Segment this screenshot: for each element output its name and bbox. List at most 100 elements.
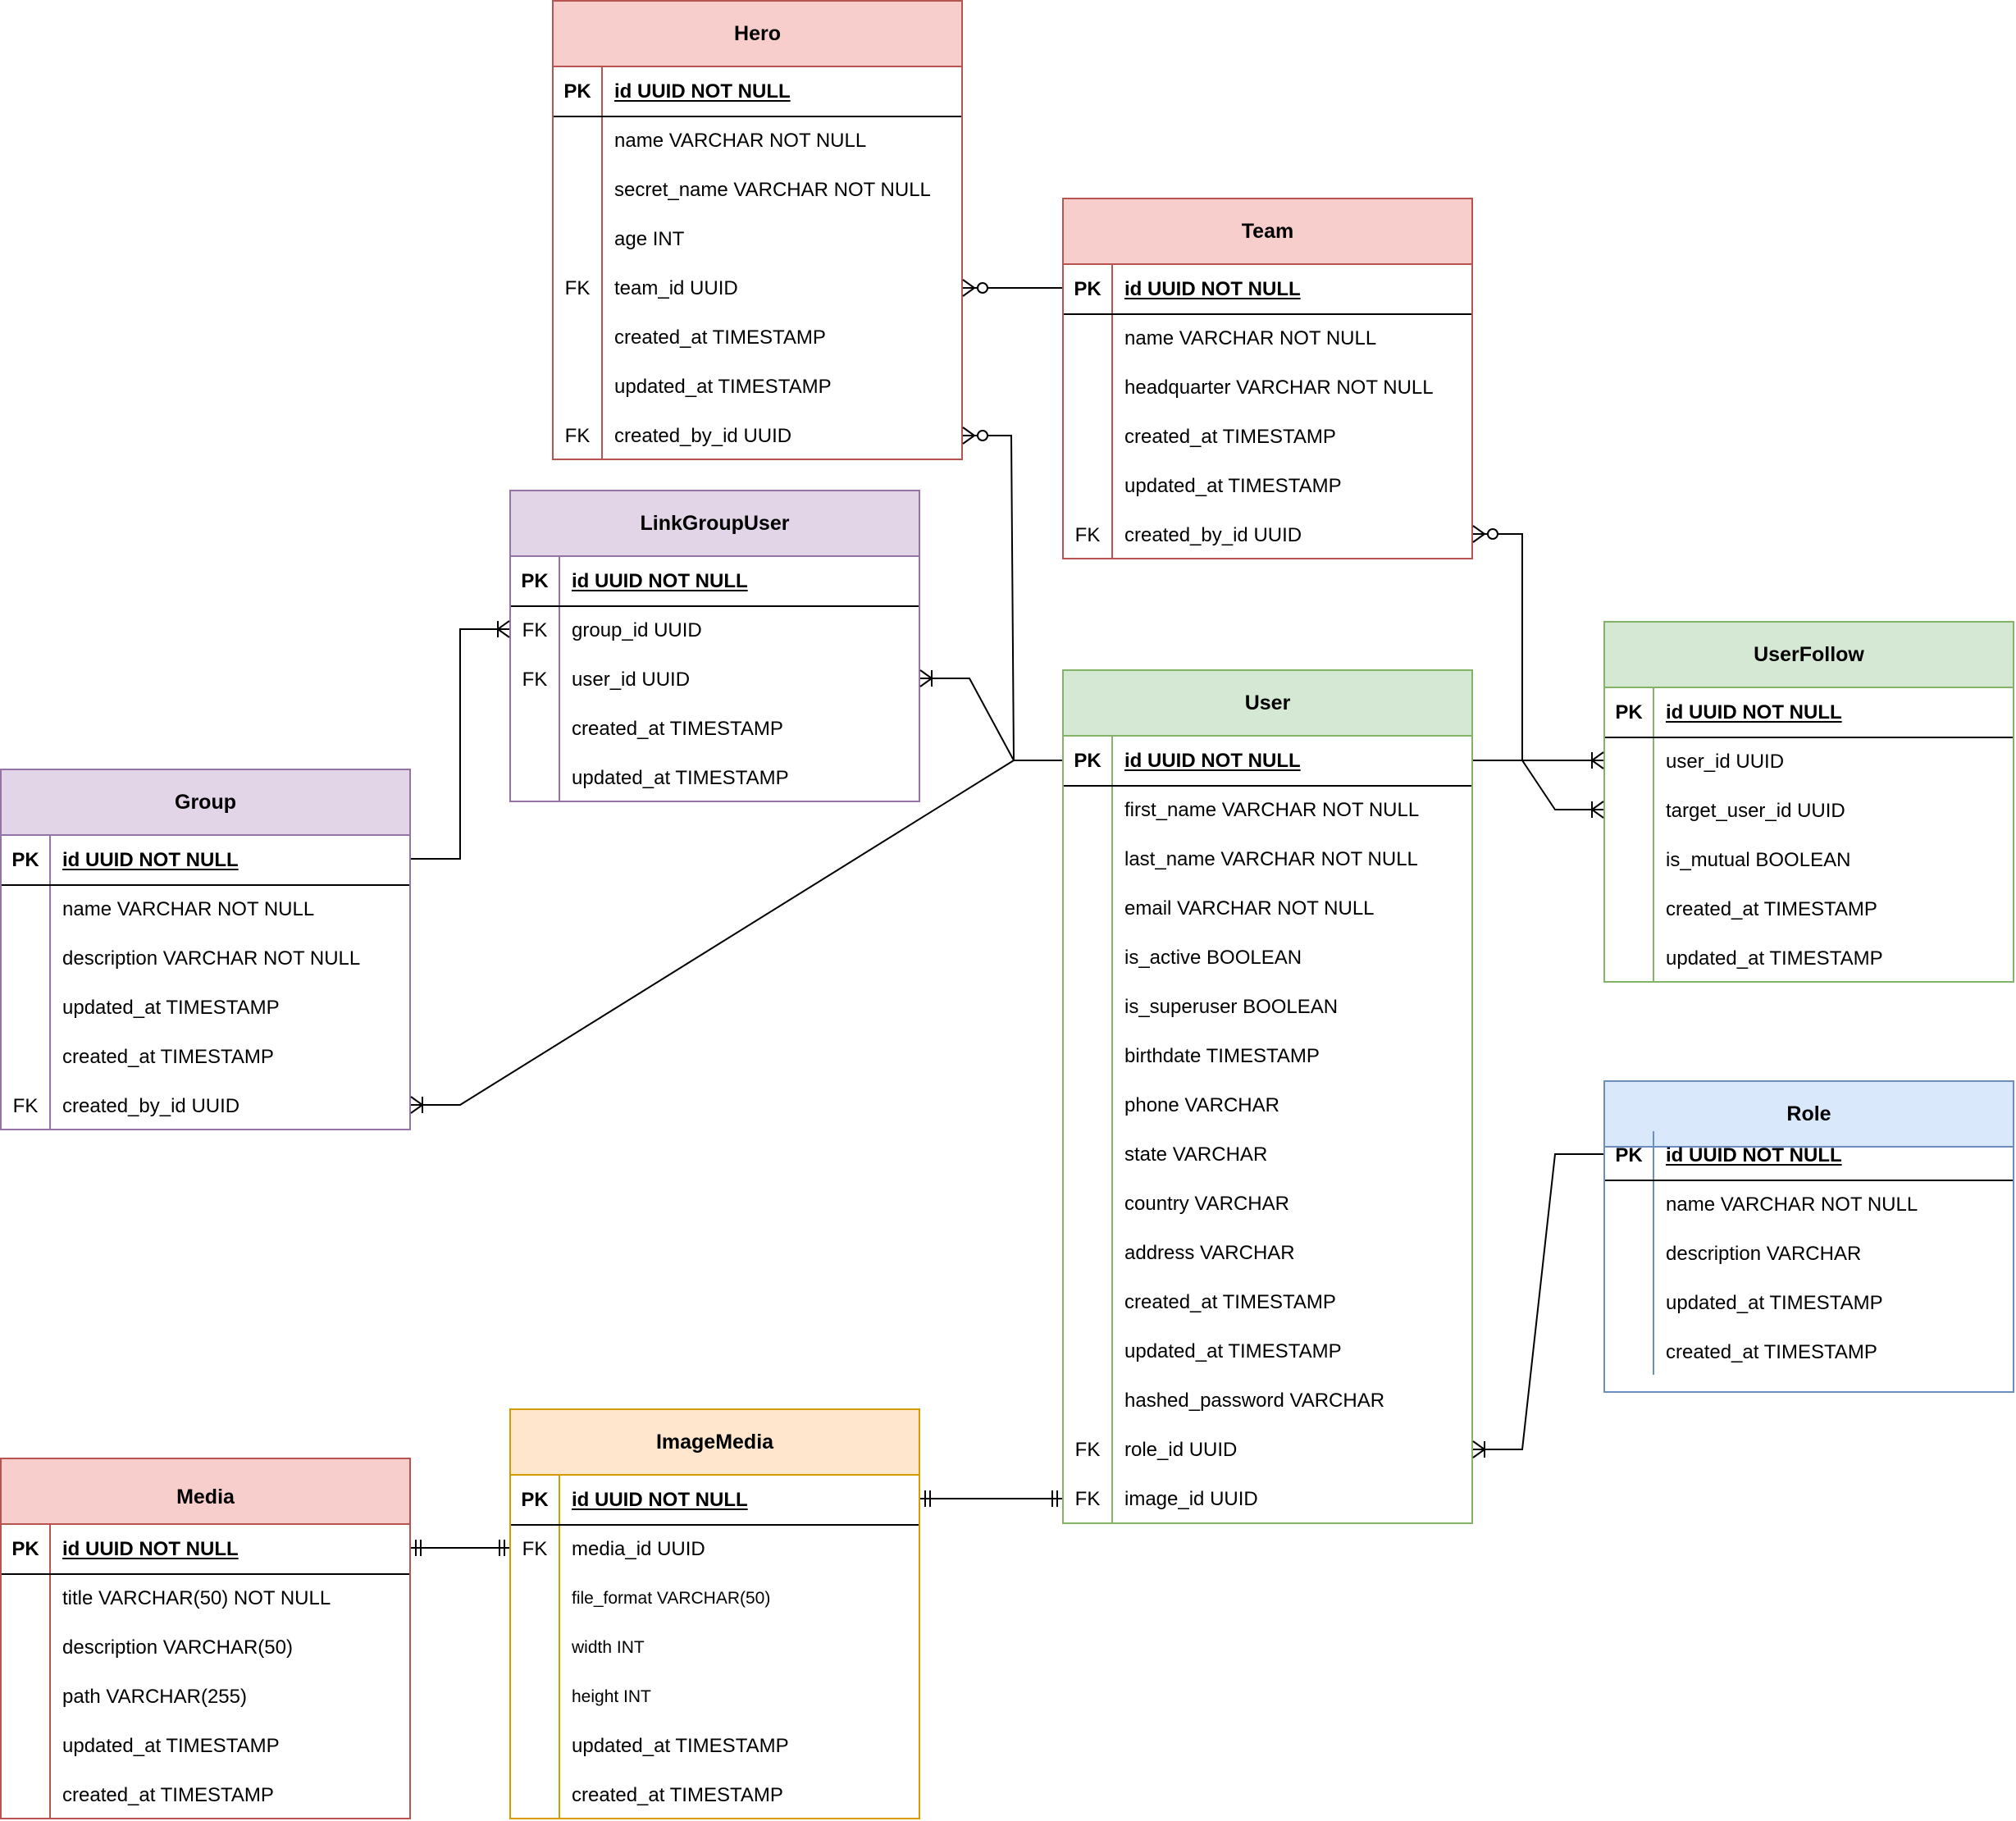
- table-row[interactable]: title VARCHAR(50) NOT NULL: [2, 1574, 409, 1623]
- table-row[interactable]: created_at TIMESTAMP: [1605, 1328, 2013, 1377]
- field-cell: updated_at TIMESTAMP: [572, 767, 789, 789]
- field-cell: updated_at TIMESTAMP: [1124, 1340, 1342, 1362]
- table-row[interactable]: user_id UUID: [1605, 737, 2013, 787]
- field-cell: id UUID NOT NULL: [62, 1538, 239, 1560]
- table-row[interactable]: is_superuser BOOLEAN: [1064, 983, 1471, 1032]
- table-row[interactable]: first_name VARCHAR NOT NULL: [1064, 786, 1471, 835]
- table-row[interactable]: updated_at TIMESTAMP: [1064, 1327, 1471, 1376]
- crowsfoot-one-many-linkgroupuser-group: [496, 620, 510, 638]
- field-cell: phone VARCHAR: [1124, 1094, 1279, 1116]
- table-row[interactable]: headquarter VARCHAR NOT NULL: [1064, 363, 1471, 413]
- field-cell: updated_at TIMESTAMP: [1666, 1292, 1883, 1314]
- table-row[interactable]: height INT: [511, 1673, 919, 1722]
- table-row[interactable]: updated_at TIMESTAMP: [511, 754, 919, 803]
- table-row[interactable]: updated_at TIMESTAMP: [1605, 1279, 2013, 1328]
- table-row[interactable]: last_name VARCHAR NOT NULL: [1064, 835, 1471, 884]
- field-cell: id UUID NOT NULL: [62, 849, 239, 871]
- table-row[interactable]: created_at TIMESTAMP: [1605, 885, 2013, 934]
- field-cell: updated_at TIMESTAMP: [572, 1735, 789, 1757]
- table-row[interactable]: email VARCHAR NOT NULL: [1064, 884, 1471, 933]
- table-row[interactable]: description VARCHAR NOT NULL: [2, 934, 409, 984]
- table-row[interactable]: created_at TIMESTAMP: [1064, 413, 1471, 462]
- table-row[interactable]: updated_at TIMESTAMP: [511, 1722, 919, 1771]
- table-row[interactable]: created_at TIMESTAMP: [511, 705, 919, 754]
- table-row[interactable]: phone VARCHAR: [1064, 1081, 1471, 1130]
- table-row[interactable]: created_at TIMESTAMP: [2, 1771, 409, 1820]
- field-cell: description VARCHAR(50): [62, 1636, 293, 1659]
- table-row[interactable]: state VARCHAR: [1064, 1130, 1471, 1180]
- crowsfoot-zero-many-hero-team: [962, 279, 988, 297]
- table-row[interactable]: country VARCHAR: [1064, 1180, 1471, 1229]
- table-row[interactable]: updated_at TIMESTAMP: [554, 363, 961, 412]
- table-row[interactable]: width INT: [511, 1623, 919, 1673]
- field-cell: image_id UUID: [1124, 1488, 1258, 1510]
- table-row[interactable]: is_mutual BOOLEAN: [1605, 836, 2013, 885]
- media-table-title: Media: [2, 1459, 409, 1525]
- table-row[interactable]: target_user_id UUID: [1605, 787, 2013, 836]
- table-row[interactable]: description VARCHAR(50): [2, 1623, 409, 1673]
- table-row[interactable]: address VARCHAR: [1064, 1229, 1471, 1278]
- field-cell: id UUID NOT NULL: [1666, 701, 1842, 723]
- table-row[interactable]: description VARCHAR: [1605, 1230, 2013, 1279]
- table-row[interactable]: name VARCHAR NOT NULL: [2, 885, 409, 934]
- table-row[interactable]: file_format VARCHAR(50): [511, 1574, 919, 1623]
- field-cell: address VARCHAR: [1124, 1242, 1295, 1264]
- table-row[interactable]: created_at TIMESTAMP: [554, 313, 961, 363]
- field-cell: updated_at TIMESTAMP: [1666, 947, 1883, 970]
- table-row[interactable]: updated_at TIMESTAMP: [2, 1722, 409, 1771]
- table-row[interactable]: name VARCHAR NOT NULL: [1064, 314, 1471, 363]
- table-row[interactable]: updated_at TIMESTAMP: [1605, 934, 2013, 984]
- table-row[interactable]: created_at TIMESTAMP: [2, 1033, 409, 1082]
- table-row[interactable]: secret_name VARCHAR NOT NULL: [554, 166, 961, 215]
- field-cell: name VARCHAR NOT NULL: [614, 130, 867, 152]
- table-row[interactable]: updated_at TIMESTAMP: [1064, 462, 1471, 511]
- table-row[interactable]: is_active BOOLEAN: [1064, 933, 1471, 983]
- table-row[interactable]: birthdate TIMESTAMP: [1064, 1032, 1471, 1081]
- table-row[interactable]: path VARCHAR(255): [2, 1673, 409, 1722]
- imagemedia-key-column-divider: [559, 1476, 560, 1818]
- field-cell: updated_at TIMESTAMP: [62, 997, 280, 1019]
- table-row[interactable]: hashed_password VARCHAR: [1064, 1376, 1471, 1426]
- mark-one-user-imagemedia: [924, 1490, 1058, 1507]
- table-row[interactable]: name VARCHAR NOT NULL: [554, 116, 961, 166]
- table-row[interactable]: created_at TIMESTAMP: [511, 1771, 919, 1820]
- rel-linkgroupuser-group: [411, 628, 509, 860]
- table-row[interactable]: updated_at TIMESTAMP: [2, 984, 409, 1033]
- role-key-column-divider: [1653, 1131, 1654, 1375]
- table-row[interactable]: age INT: [554, 215, 961, 264]
- table-row[interactable]: created_at TIMESTAMP: [1064, 1278, 1471, 1327]
- field-cell: id UUID NOT NULL: [1666, 1144, 1842, 1166]
- field-cell: birthdate TIMESTAMP: [1124, 1045, 1320, 1067]
- team-table-title: Team: [1064, 199, 1471, 265]
- crowsfoot-zero-many-team-user: [1472, 525, 1498, 543]
- table-row[interactable]: name VARCHAR NOT NULL: [1605, 1180, 2013, 1230]
- primary-key-divider: [2, 1573, 409, 1575]
